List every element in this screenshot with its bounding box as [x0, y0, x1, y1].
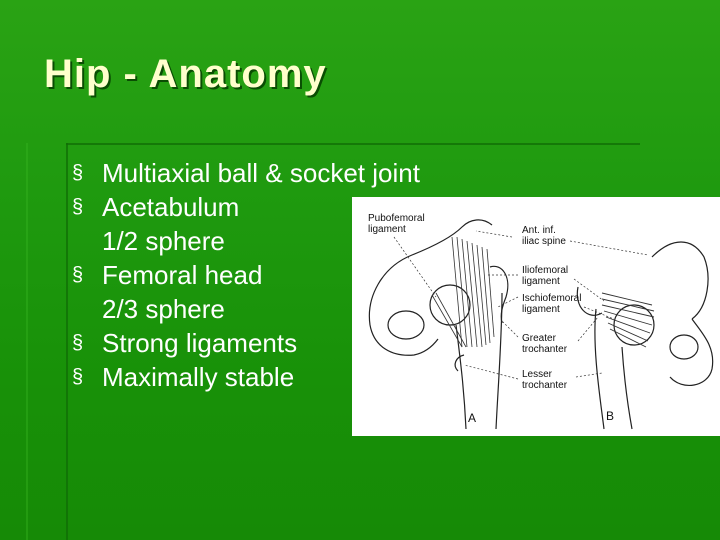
bullet-text: Strong ligaments — [102, 328, 298, 358]
bullet-item: § Femoral head 2/3 sphere — [72, 258, 420, 326]
decorative-line — [26, 143, 28, 540]
panel-label-a: A — [468, 411, 477, 425]
bullet-item: § Strong ligaments — [72, 326, 420, 360]
label-greater-trochanter: Greater trochanter — [522, 333, 567, 355]
bullet-subtext: 1/2 sphere — [102, 226, 225, 256]
label-line: Ant. inf. — [522, 225, 556, 236]
label-pubofemoral: Pubofemoral ligament — [368, 213, 425, 235]
panel-label-b: B — [606, 409, 615, 423]
bullet-marker: § — [72, 162, 84, 184]
bullet-marker: § — [72, 366, 84, 388]
decorative-line — [66, 143, 68, 540]
label-line: iliac spine — [522, 236, 566, 247]
bullet-item: § Maximally stable — [72, 360, 420, 394]
slide-title: Hip - Anatomy — [44, 52, 327, 96]
bullet-text: Acetabulum — [102, 192, 240, 222]
label-line: trochanter — [522, 344, 568, 355]
bullet-subtext: 2/3 sphere — [102, 294, 225, 324]
bullet-text: Femoral head — [102, 260, 263, 290]
bullet-list: § Multiaxial ball & socket joint § Aceta… — [72, 156, 420, 394]
bullet-item: § Multiaxial ball & socket joint — [72, 156, 420, 190]
label-ant-inf-iliac-spine: Ant. inf. iliac spine — [522, 225, 566, 247]
label-line: Lesser — [522, 369, 553, 380]
bullet-item: § Acetabulum 1/2 sphere — [72, 190, 420, 258]
label-line: ligament — [522, 276, 560, 287]
bullet-text: Maximally stable — [102, 362, 295, 392]
hip-anatomy-illustration: Pubofemoral ligament Ant. inf. iliac spi… — [352, 197, 720, 436]
decorative-line — [66, 143, 640, 145]
bullet-marker: § — [72, 196, 84, 218]
label-line: trochanter — [522, 380, 568, 391]
label-line: Ischiofemoral — [522, 293, 582, 304]
label-line: ligament — [368, 224, 406, 235]
label-line: ligament — [522, 304, 560, 315]
label-lesser-trochanter: Lesser trochanter — [522, 369, 567, 391]
bullet-text: Multiaxial ball & socket joint — [102, 158, 420, 188]
label-line: Pubofemoral — [368, 213, 425, 224]
hip-drawing — [368, 219, 714, 430]
label-line: Iliofemoral — [522, 265, 569, 276]
label-iliofemoral: Iliofemoral ligament — [522, 265, 568, 287]
label-line: Greater — [522, 333, 556, 344]
bullet-marker: § — [72, 264, 84, 286]
label-ischiofemoral: Ischiofemoral ligament — [522, 293, 581, 315]
bullet-marker: § — [72, 332, 84, 354]
